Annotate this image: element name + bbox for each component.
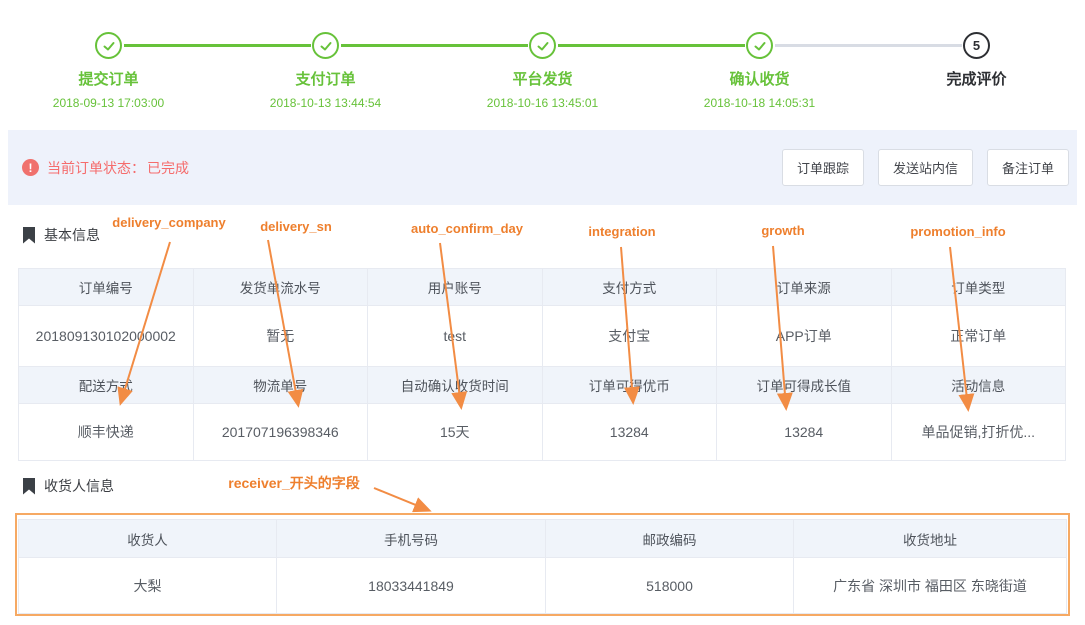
header-cell-order-type: 订单类型 (890, 268, 1066, 306)
step-title: 提交订单 (78, 71, 139, 88)
status-button-group: 订单跟踪 发送站内信 备注订单 (781, 149, 1069, 186)
header-cell-order-source: 订单来源 (716, 268, 892, 306)
check-icon (537, 41, 548, 50)
table-header-row: 订单编号 发货单流水号 用户账号 支付方式 订单来源 订单类型 (18, 268, 1066, 306)
section-title-text: 基本信息 (44, 227, 100, 243)
step-time: 2018-10-16 13:45:01 (486, 96, 599, 110)
send-site-message-button[interactable]: 发送站内信 (877, 149, 973, 186)
order-progress-stepper: 提交订单 2018-09-13 17:03:00 支付订单 2018-10-13… (0, 0, 1085, 120)
alert-icon: ! (22, 159, 39, 176)
step-number-circle: 5 (963, 32, 990, 59)
cell-order-type: 正常订单 (890, 305, 1066, 367)
check-icon (320, 41, 331, 50)
cell-integration: 13284 (541, 403, 717, 461)
step-submit-order: 提交订单 2018-09-13 17:03:00 (0, 32, 217, 110)
header-cell-receiver-address: 收货地址 (793, 519, 1067, 558)
step-check-circle (746, 32, 773, 59)
bookmark-icon (23, 477, 35, 494)
step-complete-evaluation: 5 完成评价 (868, 32, 1085, 110)
order-tracking-button[interactable]: 订单跟踪 (781, 149, 864, 186)
header-cell-pay-type: 支付方式 (541, 268, 717, 306)
step-connector (123, 44, 311, 47)
table-header-row: 配送方式 物流单号 自动确认收货时间 订单可得优币 订单可得成长值 活动信息 (18, 366, 1066, 404)
table-value-row: 顺丰快递 201707196398346 15天 13284 13284 单品促… (18, 403, 1066, 461)
step-time: 2018-09-13 17:03:00 (52, 96, 165, 110)
table-value-row: 201809130102000002 暂无 test 支付宝 APP订单 正常订… (18, 305, 1066, 367)
cell-promotion-info: 单品促销,打折优... (890, 403, 1066, 461)
header-cell-delivery-method: 配送方式 (18, 366, 194, 404)
cell-receiver-address: 广东省 深圳市 福田区 东晓街道 (793, 557, 1067, 614)
annotation-receiver-fields: receiver_开头的字段 (228, 475, 360, 491)
step-check-circle (95, 32, 122, 59)
annotation-growth: growth (761, 223, 805, 238)
receiver-info-table: 收货人 手机号码 邮政编码 收货地址 大梨 18033441849 518000… (18, 519, 1067, 614)
header-cell-growth: 订单可得成长值 (716, 366, 892, 404)
cell-delivery-company: 顺丰快递 (18, 403, 194, 461)
cell-order-source: APP订单 (716, 305, 892, 367)
step-connector (557, 44, 745, 47)
basic-info-table: 订单编号 发货单流水号 用户账号 支付方式 订单来源 订单类型 20180913… (18, 268, 1066, 461)
header-cell-auto-confirm: 自动确认收货时间 (367, 366, 543, 404)
basic-info-section-title: 基本信息 (22, 225, 100, 245)
bookmark-icon (23, 226, 35, 243)
header-cell-receiver-postcode: 邮政编码 (545, 519, 794, 558)
cell-receiver-postcode: 518000 (545, 557, 794, 614)
cell-delivery-serial: 暂无 (192, 305, 368, 367)
cell-user-account: test (367, 305, 543, 367)
cell-order-sn: 201809130102000002 (18, 305, 194, 367)
step-title: 确认收货 (729, 71, 790, 88)
annotation-delivery-company: delivery_company (112, 215, 226, 230)
check-icon (103, 41, 114, 50)
status-label: 当前订单状态： (47, 159, 145, 176)
annotation-delivery-sn: delivery_sn (260, 219, 332, 234)
section-title-text: 收货人信息 (44, 478, 114, 494)
cell-delivery-sn: 201707196398346 (192, 403, 368, 461)
annotation-promotion-info: promotion_info (910, 224, 1006, 239)
header-cell-promotion: 活动信息 (890, 366, 1066, 404)
table-header-row: 收货人 手机号码 邮政编码 收货地址 (18, 519, 1067, 558)
annotation-arrow (373, 487, 432, 513)
header-cell-delivery-serial: 发货单流水号 (192, 268, 368, 306)
cell-growth: 13284 (716, 403, 892, 461)
cell-receiver-phone: 18033441849 (276, 557, 546, 614)
note-order-button[interactable]: 备注订单 (986, 149, 1069, 186)
step-connector (340, 44, 528, 47)
cell-auto-confirm-day: 15天 (367, 403, 543, 461)
order-status-text: ! 当前订单状态：已完成 (22, 158, 189, 178)
step-title: 支付订单 (295, 71, 356, 88)
annotation-integration: integration (588, 224, 656, 239)
step-check-circle (312, 32, 339, 59)
annotation-auto-confirm-day: auto_confirm_day (411, 221, 523, 236)
header-cell-logistics-sn: 物流单号 (192, 366, 368, 404)
header-cell-receiver-name: 收货人 (18, 519, 277, 558)
step-platform-ship: 平台发货 2018-10-16 13:45:01 (434, 32, 651, 110)
receiver-info-section-title: 收货人信息 (22, 476, 114, 496)
step-connector-pending (774, 44, 962, 47)
table-value-row: 大梨 18033441849 518000 广东省 深圳市 福田区 东晓街道 (18, 557, 1067, 614)
status-value: 已完成 (147, 159, 189, 176)
cell-receiver-name: 大梨 (18, 557, 277, 614)
header-cell-integration: 订单可得优币 (541, 366, 717, 404)
step-confirm-receipt: 确认收货 2018-10-18 14:05:31 (651, 32, 868, 110)
step-number: 5 (972, 38, 981, 53)
step-title: 完成评价 (946, 71, 1007, 88)
order-status-panel: ! 当前订单状态：已完成 订单跟踪 发送站内信 备注订单 (8, 130, 1077, 205)
step-pay-order: 支付订单 2018-10-13 13:44:54 (217, 32, 434, 110)
step-time: 2018-10-13 13:44:54 (269, 96, 382, 110)
step-check-circle (529, 32, 556, 59)
step-title: 平台发货 (512, 71, 573, 88)
header-cell-order-sn: 订单编号 (18, 268, 194, 306)
step-time: 2018-10-18 14:05:31 (703, 96, 816, 110)
header-cell-user-account: 用户账号 (367, 268, 543, 306)
check-icon (754, 41, 765, 50)
header-cell-receiver-phone: 手机号码 (276, 519, 546, 558)
cell-pay-type: 支付宝 (541, 305, 717, 367)
